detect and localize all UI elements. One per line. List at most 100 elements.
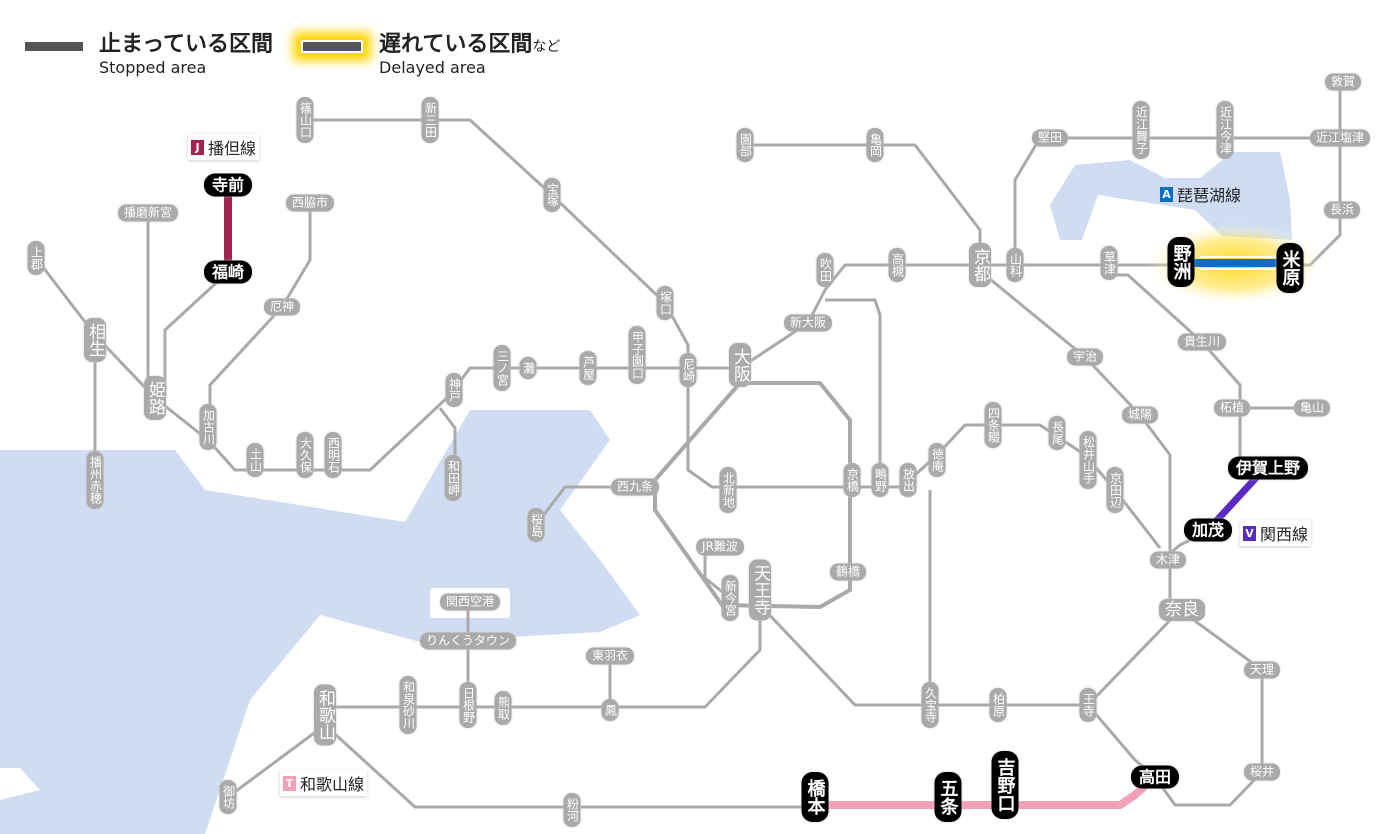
station[interactable]: 近江今津 (1216, 101, 1234, 159)
station[interactable]: 三ノ宮 (493, 345, 511, 391)
station[interactable]: 新今宮 (721, 575, 739, 621)
legend-stopped: 止まっている区間 Stopped area (25, 26, 273, 77)
station[interactable]: 吹田 (816, 253, 834, 287)
station[interactable]: 和田岬 (444, 455, 462, 501)
station[interactable]: 新大阪 (783, 314, 833, 332)
legend-delayed: 遅れている区間など Delayed area (301, 26, 560, 77)
station[interactable]: 塚口 (656, 286, 674, 320)
station[interactable]: 宇治 (1066, 348, 1104, 366)
station[interactable]: 長尾 (1048, 416, 1066, 450)
station[interactable]: 大久保 (296, 432, 314, 478)
station[interactable]: 神戸 (445, 373, 463, 407)
station[interactable]: 篠山口 (296, 97, 314, 143)
station[interactable]: 加古川 (199, 404, 217, 450)
station[interactable]: 桜島 (527, 508, 545, 542)
affected-station[interactable]: 福崎 (203, 260, 253, 284)
station[interactable]: 長浜 (1323, 201, 1361, 219)
station[interactable]: 堅田 (1031, 129, 1069, 147)
station[interactable]: 亀山 (1293, 399, 1331, 417)
station[interactable]: 播磨新宮 (117, 204, 179, 222)
station[interactable]: りんくうタウン (420, 632, 516, 650)
affected-station[interactable]: 五条 (934, 772, 962, 822)
station[interactable]: 園部 (736, 128, 754, 162)
station[interactable]: 木津 (1149, 551, 1187, 569)
station[interactable]: 日根野 (459, 682, 477, 728)
legend-stopped-jp: 止まっている区間 (99, 32, 274, 57)
station[interactable]: 鴫野 (871, 463, 889, 497)
station[interactable]: 京橋 (843, 463, 861, 497)
station[interactable]: 相生 (84, 318, 106, 362)
station[interactable]: 京都 (969, 243, 991, 287)
station[interactable]: 西九条 (610, 478, 660, 496)
station[interactable]: 貴生川 (1177, 333, 1227, 351)
affected-station[interactable]: 寺前 (203, 173, 253, 197)
station[interactable]: 大阪 (729, 343, 751, 387)
station[interactable]: 奈良 (1159, 599, 1205, 621)
station[interactable]: 高槻 (888, 248, 906, 282)
wakayama-line-stopped (815, 774, 1158, 809)
station[interactable]: 芦屋 (579, 351, 597, 385)
station[interactable]: 桜井 (1243, 763, 1281, 781)
station[interactable]: 関西空港 (439, 593, 501, 611)
station[interactable]: 西明石 (324, 432, 342, 478)
station[interactable]: 土山 (246, 443, 264, 477)
station[interactable]: 松井山手 (1079, 431, 1097, 489)
station[interactable]: 柏原 (989, 688, 1007, 722)
affected-station[interactable]: 橋本 (801, 772, 829, 822)
affected-station[interactable]: 高田 (1130, 765, 1180, 789)
station[interactable]: 城陽 (1121, 406, 1159, 424)
station[interactable]: 徳庵 (928, 443, 946, 477)
affected-station[interactable]: 米原 (1276, 243, 1304, 293)
station[interactable]: 御坊 (219, 780, 237, 814)
station[interactable]: 天理 (1243, 661, 1281, 679)
station[interactable]: JR難波 (696, 538, 744, 556)
legend-stopped-en: Stopped area (99, 58, 207, 77)
station[interactable]: 灘 (519, 357, 537, 379)
station[interactable]: 鶴橋 (829, 563, 867, 581)
station[interactable]: 熊取 (494, 691, 512, 725)
station[interactable]: 甲子園口 (628, 326, 646, 384)
station[interactable]: 天王寺 (749, 559, 771, 621)
station[interactable]: 亀岡 (866, 128, 884, 162)
line-name: 和歌山線 (300, 775, 365, 794)
affected-station[interactable]: 加茂 (1183, 518, 1233, 542)
station[interactable]: 厄神 (263, 298, 301, 316)
station[interactable]: 柘植 (1213, 399, 1251, 417)
station[interactable]: 近江舞子 (1132, 101, 1150, 159)
station[interactable]: 新三田 (421, 97, 439, 143)
station[interactable]: 宝塚 (543, 178, 561, 212)
line-badge: A (1160, 186, 1173, 202)
station[interactable]: 播州赤穂 (86, 451, 104, 509)
station[interactable]: 敦賀 (1324, 73, 1362, 91)
station[interactable]: 和歌山 (314, 684, 336, 746)
station[interactable]: 東羽衣 (585, 647, 635, 665)
station[interactable]: 草津 (1100, 246, 1118, 280)
station[interactable]: 京田辺 (1106, 467, 1124, 513)
station[interactable]: 粉河 (563, 793, 581, 827)
station[interactable]: 山科 (1006, 248, 1024, 282)
station[interactable]: 王寺 (1079, 688, 1097, 722)
station[interactable]: 尼崎 (679, 353, 697, 387)
station[interactable]: 四条畷 (984, 402, 1002, 448)
station[interactable]: 北新地 (719, 467, 737, 513)
legend-delayed-suffix: など (532, 39, 561, 55)
delayed-swatch (301, 40, 364, 53)
station[interactable]: 姫路 (144, 376, 166, 420)
line-badge: T (283, 775, 296, 791)
station[interactable]: 鳳 (601, 699, 619, 721)
affected-station[interactable]: 野洲 (1167, 237, 1195, 287)
line-badge: J (191, 139, 204, 155)
station[interactable]: 和泉砂川 (399, 676, 417, 734)
station[interactable]: 西脇市 (285, 194, 335, 212)
legend: 止まっている区間 Stopped area 遅れている区間など Delayed … (25, 26, 560, 77)
affected-station[interactable]: 吉野口 (991, 751, 1019, 819)
station[interactable]: 上郡 (27, 241, 45, 275)
affected-station[interactable]: 伊賀上野 (1227, 456, 1309, 480)
station[interactable]: 久宝寺 (921, 682, 939, 728)
station[interactable]: 近江塩津 (1309, 129, 1371, 147)
station[interactable]: 放出 (899, 463, 917, 497)
